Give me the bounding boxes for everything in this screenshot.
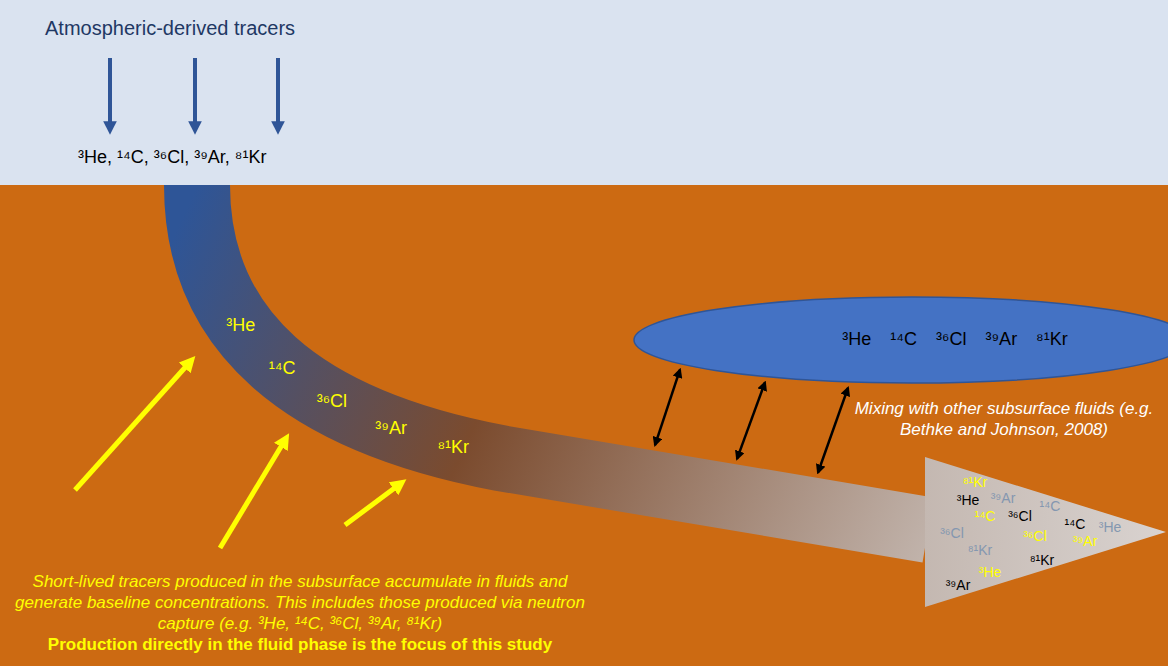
tracer-label: ⁸¹Kr [438,437,470,459]
tracer-label: ³⁹Ar [946,577,971,594]
tracer-list: ³He, ¹⁴C, ³⁶Cl, ³⁹Ar, ⁸¹Kr [78,147,266,169]
tracer-label: ⁸¹Kr [968,542,993,559]
reservoir-outline [634,297,1168,383]
band-heading: Atmospheric-derived tracers [45,16,295,40]
mixing-arrow [655,370,680,445]
tracer-label: ³⁶Cl [1023,528,1047,545]
tracer-label: ³He [226,315,255,337]
tracer-label: ³⁹Ar [375,418,407,440]
tracer-label: ³⁹Ar [991,490,1016,507]
tracer-label: ³He [1099,519,1122,536]
tracer-label: ³⁶Cl [317,391,347,413]
recharge-arrow [108,58,112,128]
production-arrow [220,440,285,548]
tracer-label: ¹⁴C [1065,516,1086,533]
tracer-label: ³He [979,564,1002,581]
atmosphere-band: Atmospheric-derived tracers ³He, ¹⁴C, ³⁶C… [0,0,1168,185]
tracer-label: ³⁹Ar [1073,533,1098,550]
production-note: Short-lived tracers produced in the subs… [0,571,600,634]
recharge-arrow [276,58,280,128]
tracer-label: ¹⁴C [1040,498,1061,515]
mixing-note: Mixing with other subsurface fluids (e.g… [845,398,1163,440]
tracer-label: ¹⁴C [975,508,996,525]
fluid-reservoir-ellipse: ³He ¹⁴C ³⁶Cl ³⁹Ar ⁸¹Kr [632,295,1168,385]
tracer-label: ³⁶Cl [1008,508,1032,525]
production-arrow [345,484,400,525]
tracer-label: ³He [957,492,980,509]
flow-arrowhead [925,457,1166,607]
tracer-list: ³He ¹⁴C ³⁶Cl ³⁹Ar ⁸¹Kr [842,329,1067,351]
tracer-label: ¹⁴C [269,358,296,380]
tracer-label: ⁸¹Kr [1030,552,1055,569]
tracer-label: ³⁶Cl [940,525,964,542]
mixing-arrow [818,388,848,473]
production-arrow [75,362,190,490]
study-focus-note: Production directly in the fluid phase i… [0,634,600,655]
recharge-arrow [193,58,197,128]
mixing-arrow [737,382,765,458]
tracer-label: ⁸¹Kr [963,474,988,491]
